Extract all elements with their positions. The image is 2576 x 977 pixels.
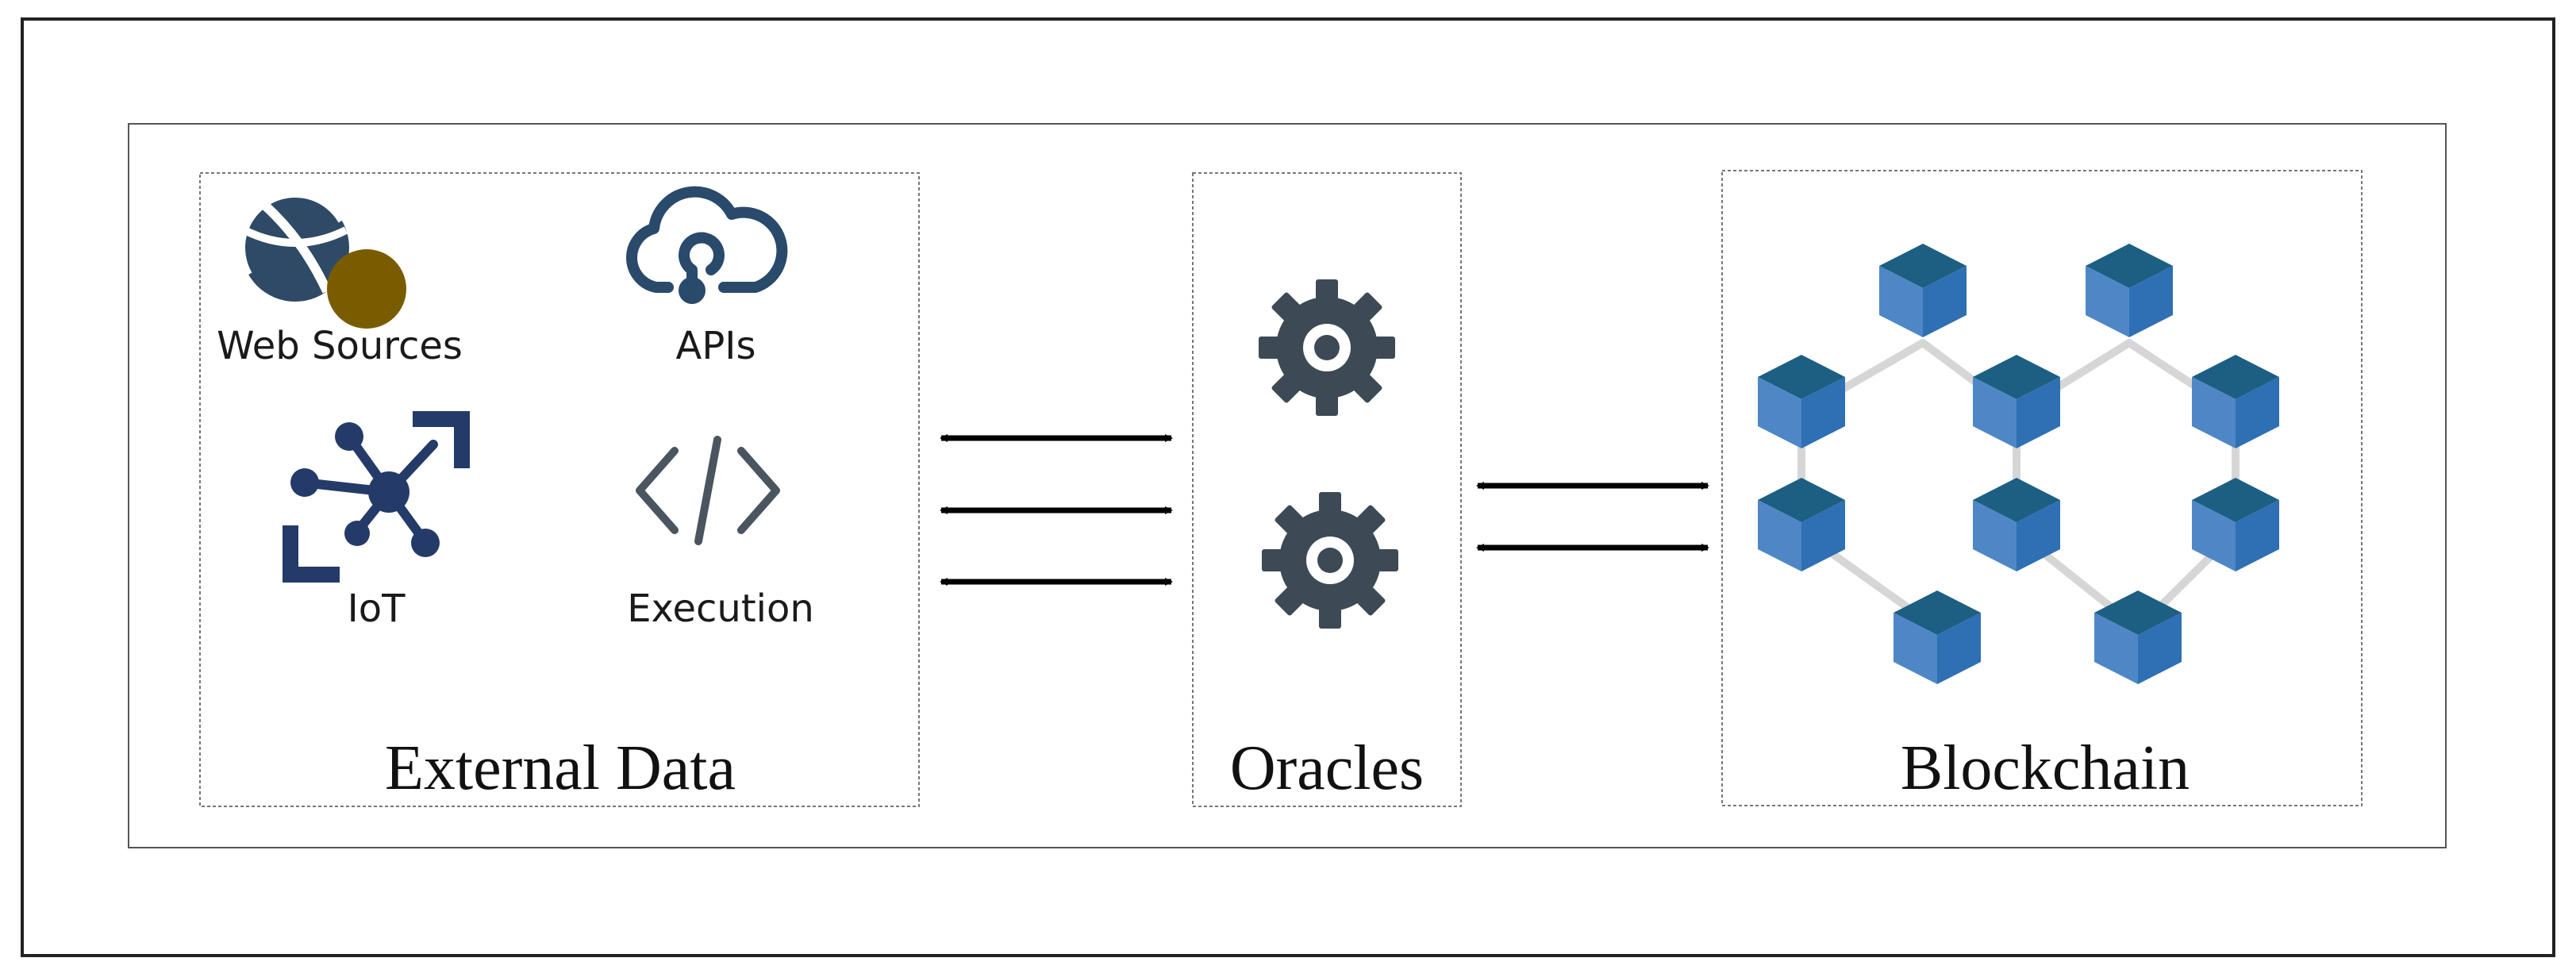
cube-icon [1973,355,2060,448]
iot-hub-icon [283,411,470,583]
arrows-external-oracles [940,434,1173,586]
gear-icon [1262,492,1398,629]
code-brackets-icon [636,436,780,545]
external-data-title: External Data [385,733,736,803]
apis-label: APIs [676,324,756,368]
globe-icon [237,190,406,329]
blockchain-box [1721,170,2363,806]
cube-icon [1879,244,1967,337]
gear-icon [1259,279,1395,416]
external-data-box [199,172,920,807]
cube-icon [1758,355,1845,448]
blockchain-title: Blockchain [1901,733,2190,803]
oracles-box [1192,172,1462,807]
cube-icon [2086,244,2173,337]
oracles-title: Oracles [1230,733,1424,803]
outer-frame [21,17,2555,957]
cloud-api-icon [626,186,788,304]
arrows-oracles-blockchain [1476,482,1709,552]
cube-icon [2192,355,2279,448]
execution-label: Execution [627,587,814,631]
inner-frame [128,123,2447,848]
web-sources-label: Web Sources [217,324,463,368]
iot-label: IoT [348,587,406,631]
